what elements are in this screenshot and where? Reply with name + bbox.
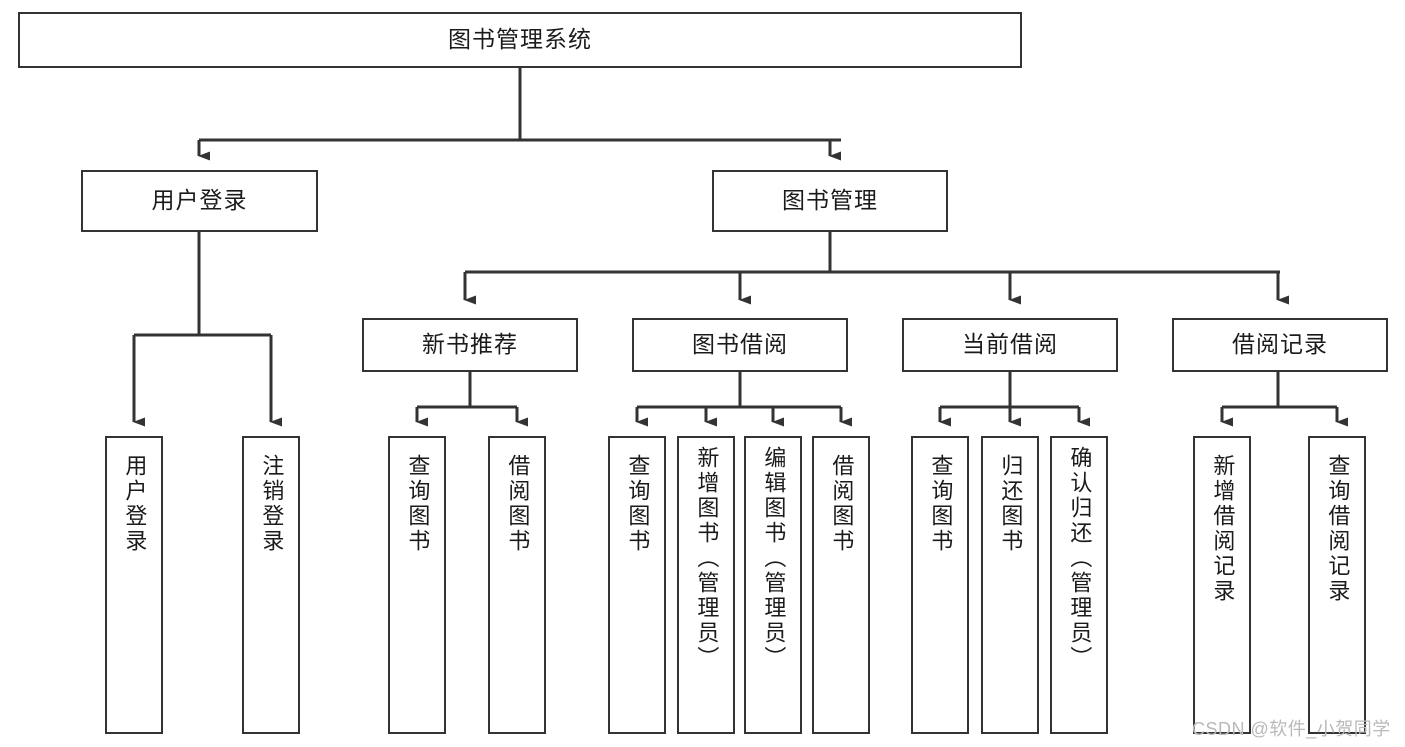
node-leaf-borrow-book-borrow[interactable]: 借阅图书 [812, 436, 870, 734]
node-leaf-query-borrow-record[interactable]: 查询借阅记录 [1308, 436, 1366, 734]
leaf-label: 编辑图书（管理员） [761, 446, 787, 671]
node-leaf-logout-login[interactable]: 注销登录 [242, 436, 300, 734]
leaf-label: 确认归还（管理员） [1067, 446, 1093, 671]
node-leaf-user-login[interactable]: 用户登录 [105, 436, 163, 734]
node-leaf-query-book-borrow[interactable]: 查询图书 [608, 436, 666, 734]
node-leaf-add-book-admin[interactable]: 新增图书（管理员） [677, 436, 735, 734]
leaf-label: 借阅图书 [505, 454, 531, 554]
node-leaf-edit-book-admin[interactable]: 编辑图书（管理员） [744, 436, 802, 734]
node-leaf-confirm-return-admin[interactable]: 确认归还（管理员） [1050, 436, 1108, 734]
leaf-label: 查询图书 [625, 454, 651, 554]
leaf-label: 新增图书（管理员） [694, 446, 720, 671]
node-leaf-borrow-book-rec[interactable]: 借阅图书 [488, 436, 546, 734]
leaf-label: 注销登录 [259, 454, 285, 554]
node-book-management[interactable]: 图书管理 [712, 170, 948, 232]
leaf-label: 用户登录 [122, 454, 148, 554]
node-leaf-query-book-rec[interactable]: 查询图书 [388, 436, 446, 734]
node-leaf-return-book[interactable]: 归还图书 [981, 436, 1039, 734]
node-leaf-query-book-current[interactable]: 查询图书 [911, 436, 969, 734]
node-current-borrowing[interactable]: 当前借阅 [902, 318, 1118, 372]
leaf-label: 借阅图书 [829, 454, 855, 554]
leaf-label: 新增借阅记录 [1210, 454, 1236, 604]
csdn-watermark: CSDN @软件_小贺同学 [1192, 719, 1391, 739]
node-leaf-add-borrow-record[interactable]: 新增借阅记录 [1193, 436, 1251, 734]
node-new-book-recommendation[interactable]: 新书推荐 [362, 318, 578, 372]
leaf-label: 查询图书 [405, 454, 431, 554]
node-user-login[interactable]: 用户登录 [81, 170, 318, 232]
leaf-label: 查询图书 [928, 454, 954, 554]
leaf-label: 归还图书 [998, 454, 1024, 554]
node-root-system[interactable]: 图书管理系统 [18, 12, 1022, 68]
node-book-borrowing[interactable]: 图书借阅 [632, 318, 848, 372]
node-borrowing-record[interactable]: 借阅记录 [1172, 318, 1388, 372]
leaf-label: 查询借阅记录 [1325, 454, 1351, 604]
